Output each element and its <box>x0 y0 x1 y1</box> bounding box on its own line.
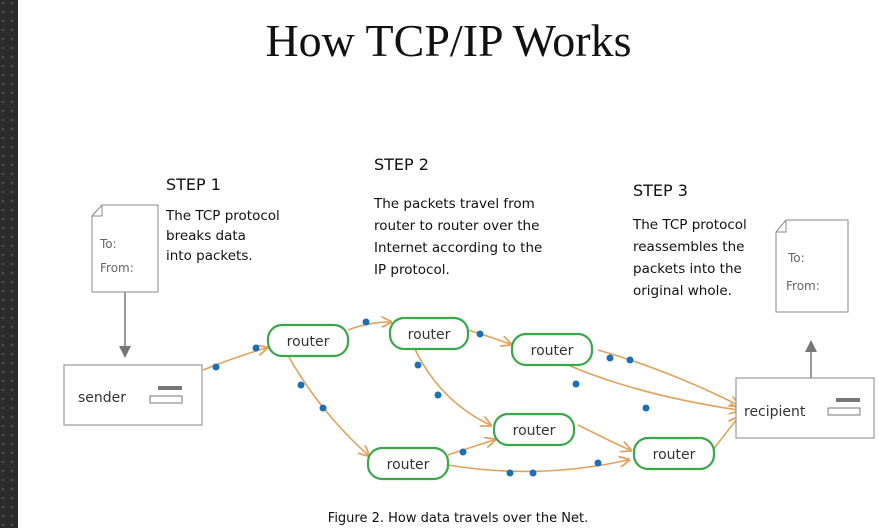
step-3-line-4: original whole. <box>633 283 732 299</box>
step-2-line-2: router to router over the <box>374 218 539 234</box>
router-label: router <box>287 334 330 350</box>
path-r2-r3 <box>467 329 510 344</box>
drive-slot-icon <box>836 398 860 402</box>
packet <box>642 404 650 412</box>
drive-tray-icon <box>827 407 861 416</box>
packet <box>212 363 220 371</box>
path-r6-recipient <box>712 418 738 451</box>
packet <box>594 459 602 467</box>
router-6: router <box>632 436 716 471</box>
step-2: STEP 2 The packets travel from router to… <box>373 155 542 278</box>
drive-tray-icon <box>149 395 183 404</box>
path-r4-r6 <box>577 424 630 450</box>
step-3-line-2: reassembles the <box>633 239 744 255</box>
path-r3-recipient-b <box>567 364 738 410</box>
recipient-label: recipient <box>744 404 806 420</box>
recipient-node: recipient <box>735 377 875 439</box>
step-2-line-1: The packets travel from <box>373 196 535 212</box>
sender-node: sender <box>63 364 203 426</box>
packet <box>434 391 442 399</box>
step-3: STEP 3 The TCP protocol reassembles the … <box>632 181 747 299</box>
packet <box>572 380 580 388</box>
step-1-line-2: breaks data <box>166 228 246 244</box>
packet <box>476 330 484 338</box>
path-r2-r4 <box>412 344 490 425</box>
packet <box>362 318 370 326</box>
step-1-line-1: The TCP protocol <box>165 208 280 224</box>
step-2-line-3: Internet according to the <box>374 240 542 256</box>
step-2-heading: STEP 2 <box>374 155 429 174</box>
recipient-doc-to: To: <box>787 251 805 265</box>
step-1-heading: STEP 1 <box>166 175 221 194</box>
packet <box>529 469 537 477</box>
router-1: router <box>266 323 350 358</box>
router-label: router <box>653 447 696 463</box>
sender-doc-to: To: <box>99 237 117 251</box>
packet-paths <box>202 322 738 473</box>
recipient-document-icon: To: From: <box>775 219 849 313</box>
step-3-heading: STEP 3 <box>633 181 688 200</box>
packet <box>297 381 305 389</box>
packet <box>459 448 467 456</box>
router-4: router <box>492 412 576 447</box>
step-1: STEP 1 The TCP protocol breaks data into… <box>165 175 280 264</box>
figure-caption: Figure 2. How data travels over the Net. <box>328 511 588 526</box>
packet <box>414 361 422 369</box>
sender-label: sender <box>78 390 126 406</box>
sender-document-icon: To: From: <box>91 204 159 293</box>
packet <box>606 354 614 362</box>
path-sender-r1 <box>202 348 266 371</box>
packet <box>252 344 260 352</box>
recipient-doc-from: From: <box>786 279 820 293</box>
path-r1-r5 <box>285 351 368 455</box>
router-label: router <box>387 457 430 473</box>
packet <box>506 469 514 477</box>
router-label: router <box>513 423 556 439</box>
step-1-line-3: into packets. <box>166 248 253 264</box>
router-label: router <box>531 343 574 359</box>
packets <box>212 318 650 477</box>
router-2: router <box>388 316 470 351</box>
tcp-ip-diagram: STEP 1 The TCP protocol breaks data into… <box>63 155 875 526</box>
slide-content: How TCP/IP Works STEP 1 The TCP protocol… <box>18 0 879 528</box>
path-r5-r4 <box>447 440 494 456</box>
router-5: router <box>366 446 450 481</box>
step-3-line-3: packets into the <box>633 261 742 277</box>
router-3: router <box>510 332 594 367</box>
path-r5-r6 <box>447 460 628 473</box>
step-3-line-1: The TCP protocol <box>632 217 747 233</box>
packet <box>626 356 634 364</box>
path-r3-recipient-a <box>597 349 738 405</box>
router-label: router <box>408 327 451 343</box>
packet <box>319 404 327 412</box>
slide-title: How TCP/IP Works <box>265 15 632 66</box>
sender-doc-from: From: <box>100 261 134 275</box>
drive-slot-icon <box>158 386 182 390</box>
step-2-line-4: IP protocol. <box>374 262 450 278</box>
